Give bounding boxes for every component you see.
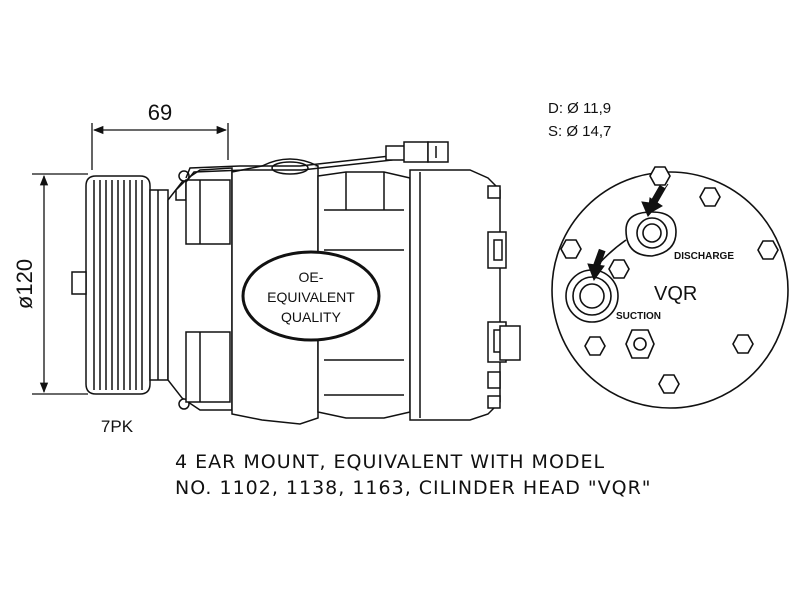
pulley-label: 7PK bbox=[101, 417, 134, 436]
pulley bbox=[71, 175, 169, 395]
cylinder-head-view bbox=[551, 166, 789, 409]
width-label: 69 bbox=[148, 100, 172, 125]
electrical-connector bbox=[185, 141, 449, 183]
diameter-label: ø120 bbox=[12, 259, 37, 309]
model-label: VQR bbox=[654, 283, 697, 305]
badge-line-1: OE- bbox=[299, 269, 324, 285]
suction-spec: S: Ø 14,7 bbox=[548, 123, 611, 140]
badge-outline bbox=[241, 250, 381, 342]
discharge-label: DISCHARGE bbox=[674, 251, 734, 262]
badge-line-3: QUALITY bbox=[281, 309, 342, 325]
suction-label: SUCTION bbox=[616, 311, 661, 322]
width-dimension bbox=[91, 123, 229, 170]
discharge-spec: D: Ø 11,9 bbox=[548, 100, 611, 117]
diameter-dimension bbox=[32, 173, 88, 395]
oe-quality-badge bbox=[241, 250, 381, 342]
port-arrows bbox=[587, 183, 669, 282]
caption-line-2: NO. 1102, 1138, 1163, CILINDER HEAD "VQR… bbox=[175, 477, 652, 499]
badge-line-2: EQUIVALENT bbox=[267, 289, 355, 305]
caption-line-1: 4 EAR MOUNT, EQUIVALENT WITH MODEL bbox=[175, 451, 605, 473]
